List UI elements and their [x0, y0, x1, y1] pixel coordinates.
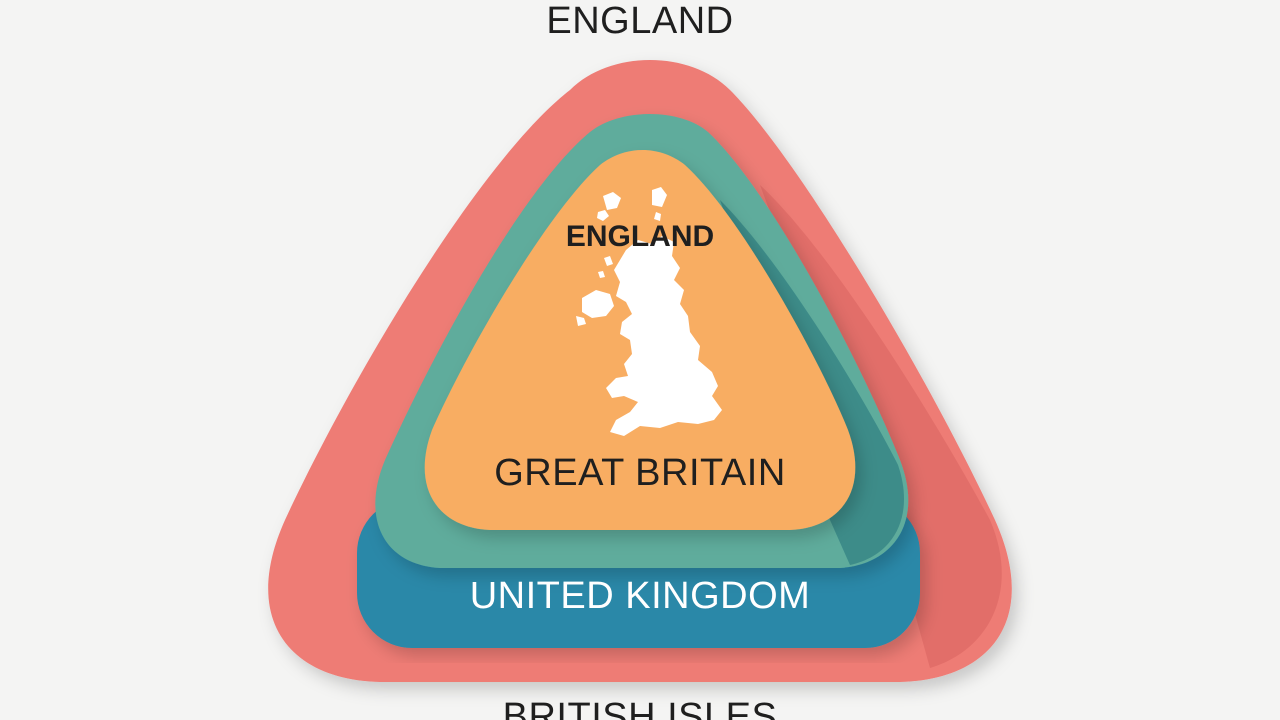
- england-label: ENGLAND: [565, 220, 715, 253]
- uk-map-icon: [576, 187, 722, 436]
- great-britain-label: GREAT BRITAIN: [494, 452, 786, 494]
- british-isles-label: BRITISH ISLES: [502, 696, 778, 720]
- united-kingdom-label: UNITED KINGDOM: [469, 575, 811, 617]
- top-label: ENGLAND: [546, 0, 734, 42]
